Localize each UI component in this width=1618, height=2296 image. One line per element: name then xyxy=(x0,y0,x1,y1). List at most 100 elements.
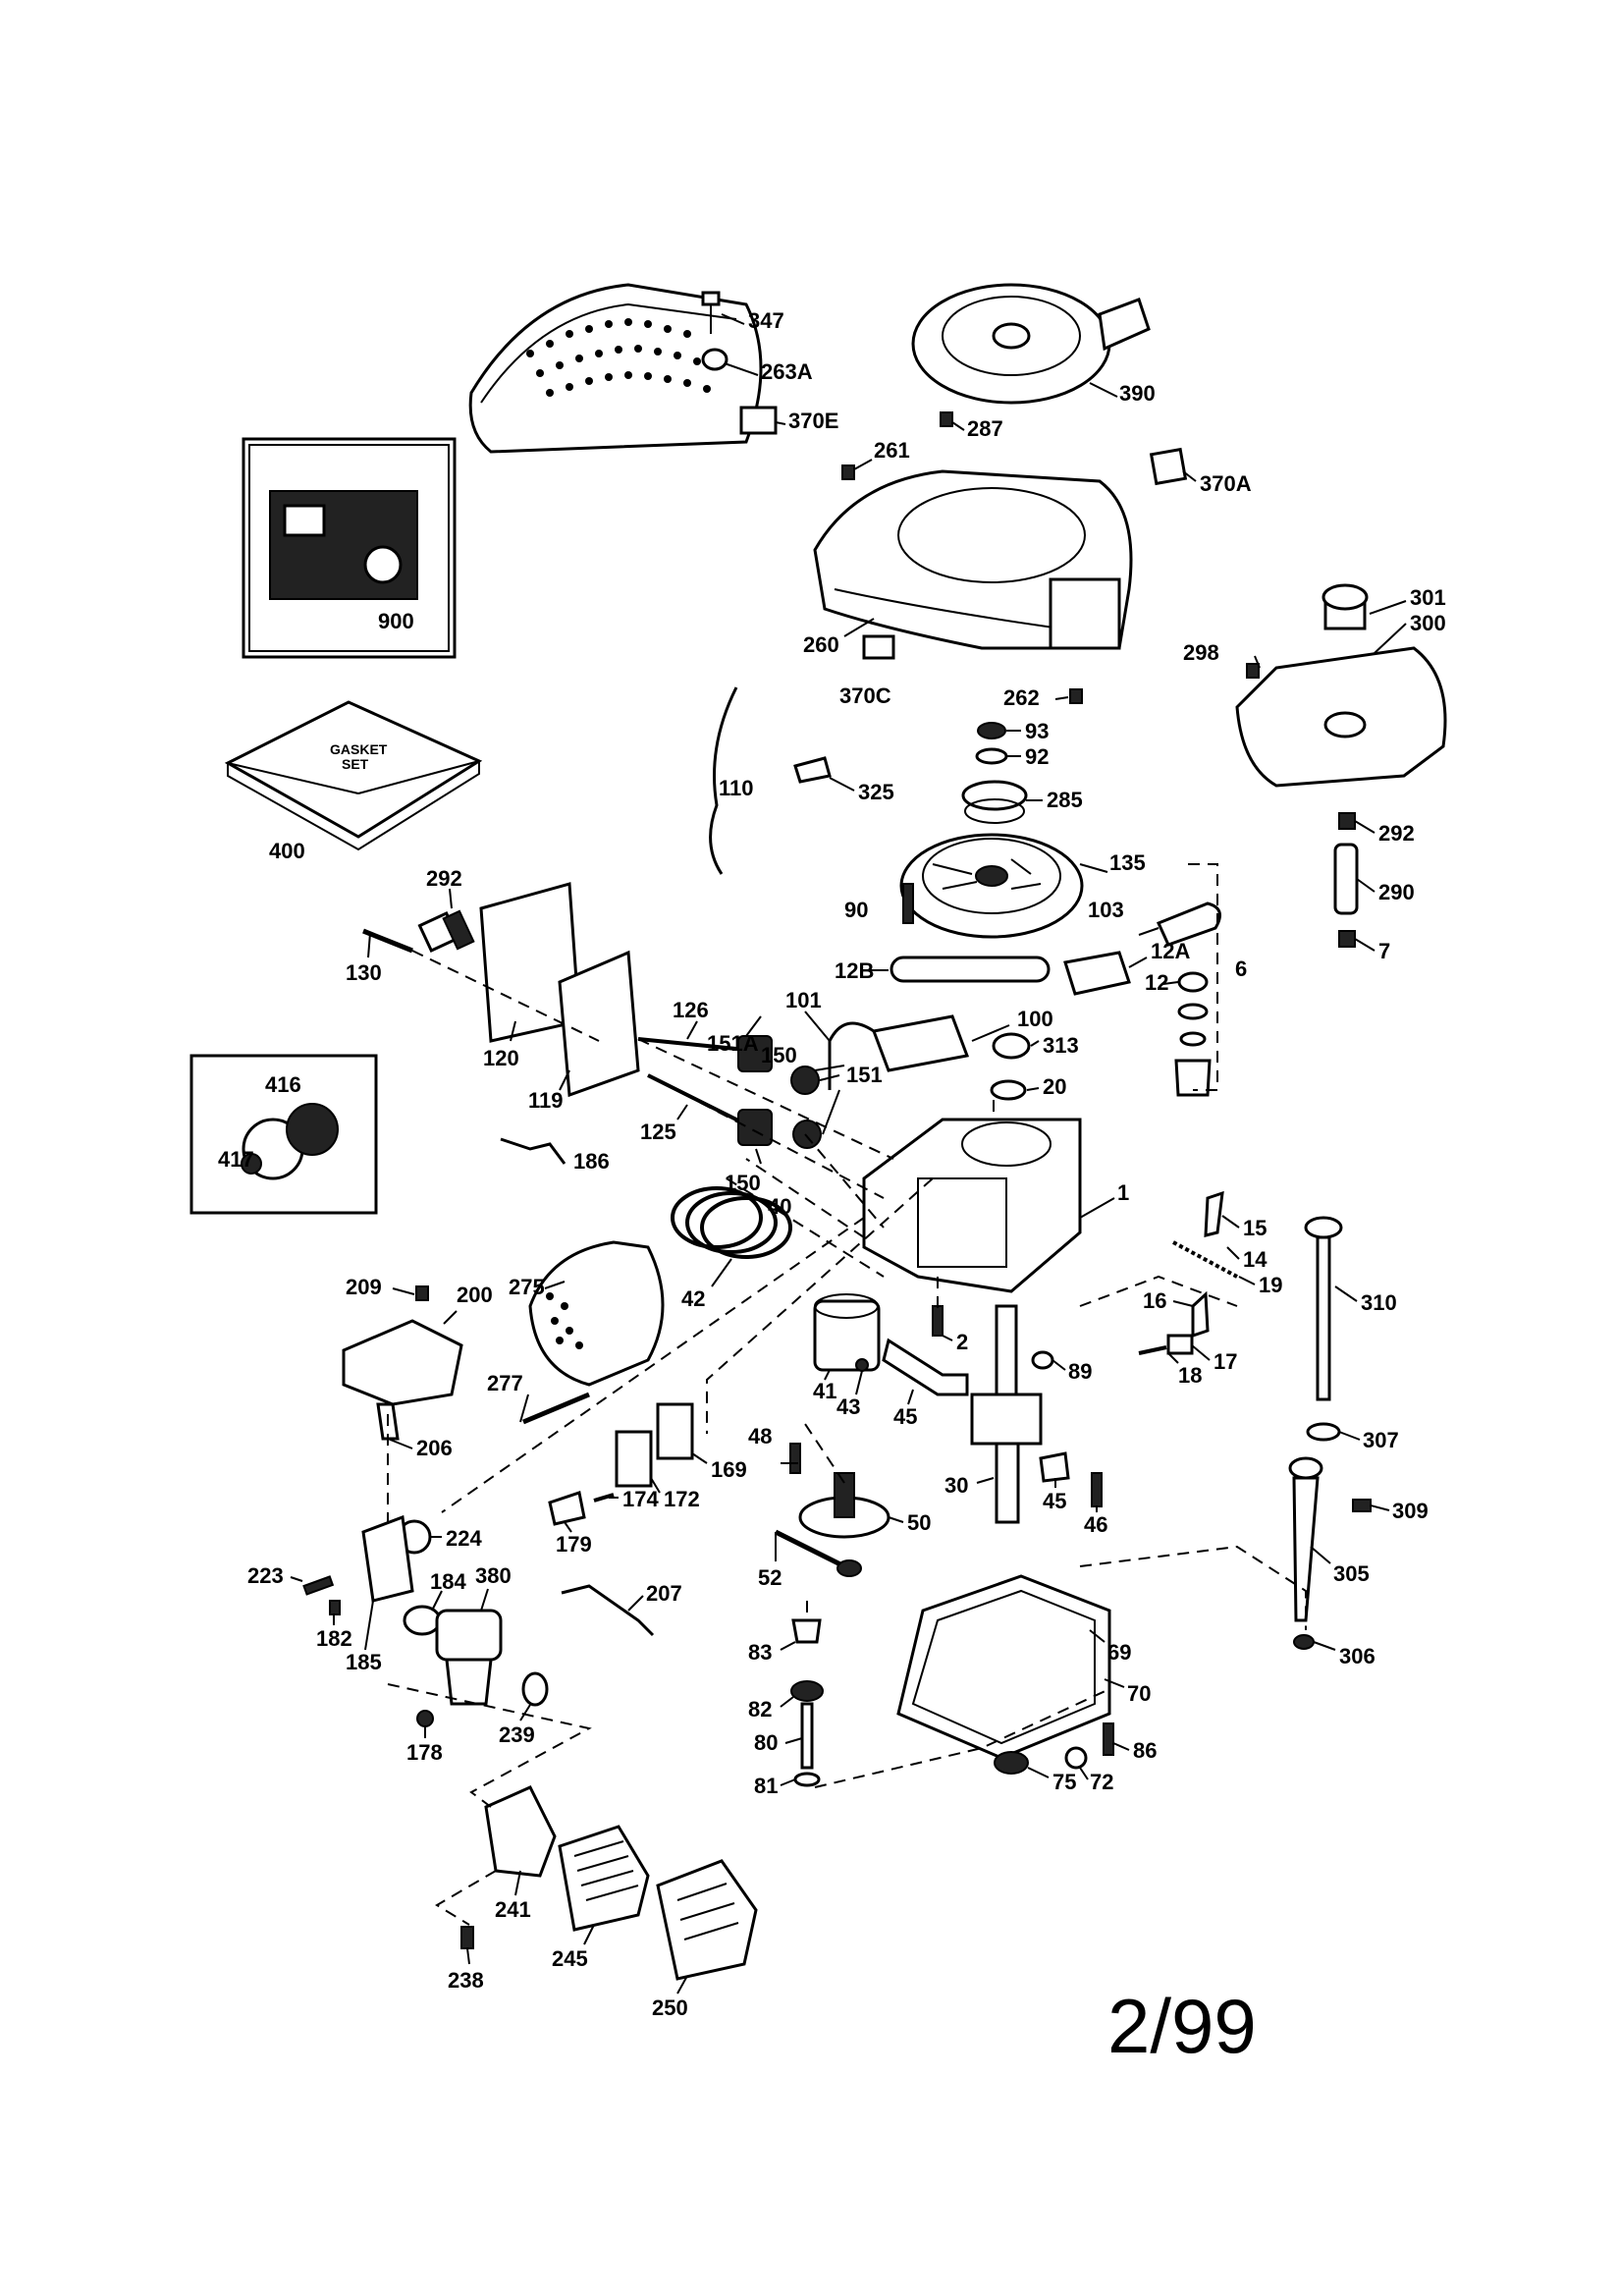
part-83-cup-drawing xyxy=(791,1618,822,1644)
part-184-gasket-drawing xyxy=(403,1605,442,1636)
callout-15: 15 xyxy=(1243,1216,1267,1240)
part-45-connecting-rod-drawing xyxy=(882,1338,969,1396)
callout-130: 130 xyxy=(346,960,382,985)
part-81-washer-drawing xyxy=(793,1772,821,1787)
part-310-dipstick-drawing xyxy=(1304,1216,1343,1401)
part-2-dowel-drawing xyxy=(932,1305,944,1337)
callout-262: 262 xyxy=(1003,685,1040,710)
part-150-spring-lower-drawing xyxy=(737,1109,773,1146)
callout-1: 1 xyxy=(1117,1180,1129,1205)
part-241-air-cleaner-base-drawing xyxy=(484,1785,557,1878)
part-93-nut-drawing xyxy=(977,722,1006,739)
callout-347: 347 xyxy=(748,308,784,333)
part-287-screw-drawing xyxy=(940,411,953,427)
callout-390: 390 xyxy=(1119,381,1156,406)
part-262-screw-drawing xyxy=(1069,688,1083,704)
part-900-engine-box xyxy=(242,437,457,659)
part-275-muffler-drawing xyxy=(528,1240,665,1387)
callout-250: 250 xyxy=(652,1995,688,2020)
part-238-screw-drawing xyxy=(460,1926,474,1949)
part-200-bracket-drawing xyxy=(342,1319,463,1406)
callout-260: 260 xyxy=(803,632,839,657)
part-12-hose-drawing xyxy=(890,956,1051,983)
callout-110: 110 xyxy=(719,776,754,800)
callout-224: 224 xyxy=(446,1526,482,1551)
part-150-spring-upper-drawing xyxy=(737,1035,773,1072)
callout-43: 43 xyxy=(836,1394,860,1419)
part-277-bolt-drawing xyxy=(522,1392,590,1425)
callout-69: 69 xyxy=(1107,1640,1131,1665)
part-16-lever-drawing xyxy=(1191,1290,1210,1339)
part-285-screen-drawing xyxy=(961,780,1028,824)
callout-301: 301 xyxy=(1410,585,1446,610)
callout-275: 275 xyxy=(509,1275,545,1299)
callout-239: 239 xyxy=(499,1722,535,1747)
part-400-gasket-box: GASKET SET xyxy=(224,700,483,851)
part-19-spring-drawing xyxy=(1172,1240,1238,1279)
part-370C-decal-drawing xyxy=(862,634,895,660)
callout-135: 292 xyxy=(426,866,462,891)
part-18-screw-drawing xyxy=(1138,1345,1167,1355)
part-151-retainer-lower-drawing xyxy=(792,1120,822,1149)
part-126-valve-drawing xyxy=(637,1037,737,1051)
part-30-crankshaft-drawing xyxy=(970,1304,1043,1524)
callout-125: 125 xyxy=(640,1120,676,1144)
callout-285: 285 xyxy=(1047,788,1083,812)
part-86-screw-drawing xyxy=(1103,1722,1114,1756)
callout-93: 93 xyxy=(1025,719,1049,743)
callout-263A: 263A xyxy=(761,359,813,384)
callout-238: 238 xyxy=(448,1968,484,1993)
callout-12B: 12A xyxy=(1151,939,1190,963)
callout-72: 72 xyxy=(1090,1770,1113,1794)
callout-185: 185 xyxy=(346,1650,382,1674)
callout-184: 184 xyxy=(430,1569,466,1594)
part-20-seal-drawing xyxy=(990,1079,1027,1101)
part-52-washer-drawing xyxy=(836,1559,862,1577)
callout-174: 174 xyxy=(622,1487,659,1511)
callout-182: 182 xyxy=(316,1626,352,1651)
callout-16: 16 xyxy=(1143,1288,1166,1313)
callout-150-upper: 150 xyxy=(761,1043,797,1067)
callout-900: 900 xyxy=(378,609,414,633)
gasket-set-label-line1: GASKET xyxy=(330,741,388,757)
callout-309: 309 xyxy=(1392,1499,1429,1523)
callout-48: 48 xyxy=(748,1424,772,1449)
part-151-retainer-upper-drawing xyxy=(790,1066,820,1095)
callout-101: 101 xyxy=(785,988,822,1012)
callout-75: 75 xyxy=(1052,1770,1076,1794)
callout-42: 42 xyxy=(681,1286,705,1311)
callout-305: 305 xyxy=(1333,1561,1370,1586)
callout-151A: 151A xyxy=(707,1031,759,1056)
part-42-rings-drawing xyxy=(671,1186,792,1259)
part-43-clip-drawing xyxy=(855,1358,869,1372)
part-250-filter-cover-drawing xyxy=(656,1859,758,1981)
part-178-nut-drawing xyxy=(416,1710,434,1727)
part-300-fuel-tank-drawing xyxy=(1235,583,1447,788)
part-179-bracket-drawing xyxy=(548,1491,586,1526)
part-370A-decal-drawing xyxy=(1149,447,1188,486)
callout-313: 313 xyxy=(1043,1033,1079,1058)
callout-45-rod: 45 xyxy=(893,1404,917,1429)
part-1-cylinder-block-drawing xyxy=(862,1118,1082,1293)
part-119-head-gasket-drawing xyxy=(558,950,640,1098)
part-309-screw-drawing xyxy=(1352,1499,1372,1512)
part-46-screw-drawing xyxy=(1091,1472,1103,1507)
callout-417: 417 xyxy=(218,1147,254,1172)
part-186-spring-drawing xyxy=(500,1137,566,1165)
part-125-valve-drawing xyxy=(647,1073,747,1126)
part-209-screw-drawing xyxy=(415,1285,429,1301)
callout-14: 14 xyxy=(1243,1247,1267,1272)
part-380-carburetor-drawing xyxy=(435,1609,503,1706)
part-15-lever-drawing xyxy=(1204,1190,1224,1237)
callout-292-top: 292 xyxy=(1378,821,1415,846)
callout-103: 90 xyxy=(844,898,868,922)
callout-300: 300 xyxy=(1410,611,1446,635)
part-17-bracket-drawing xyxy=(1166,1334,1194,1355)
part-135-spark-plug-drawing xyxy=(417,909,475,954)
callout-178: 178 xyxy=(406,1740,443,1765)
callout-310: 310 xyxy=(1361,1290,1397,1315)
part-169-gasket-drawing xyxy=(656,1402,694,1460)
part-92-washer-drawing xyxy=(975,747,1008,765)
part-260-blower-housing-drawing xyxy=(813,469,1133,650)
